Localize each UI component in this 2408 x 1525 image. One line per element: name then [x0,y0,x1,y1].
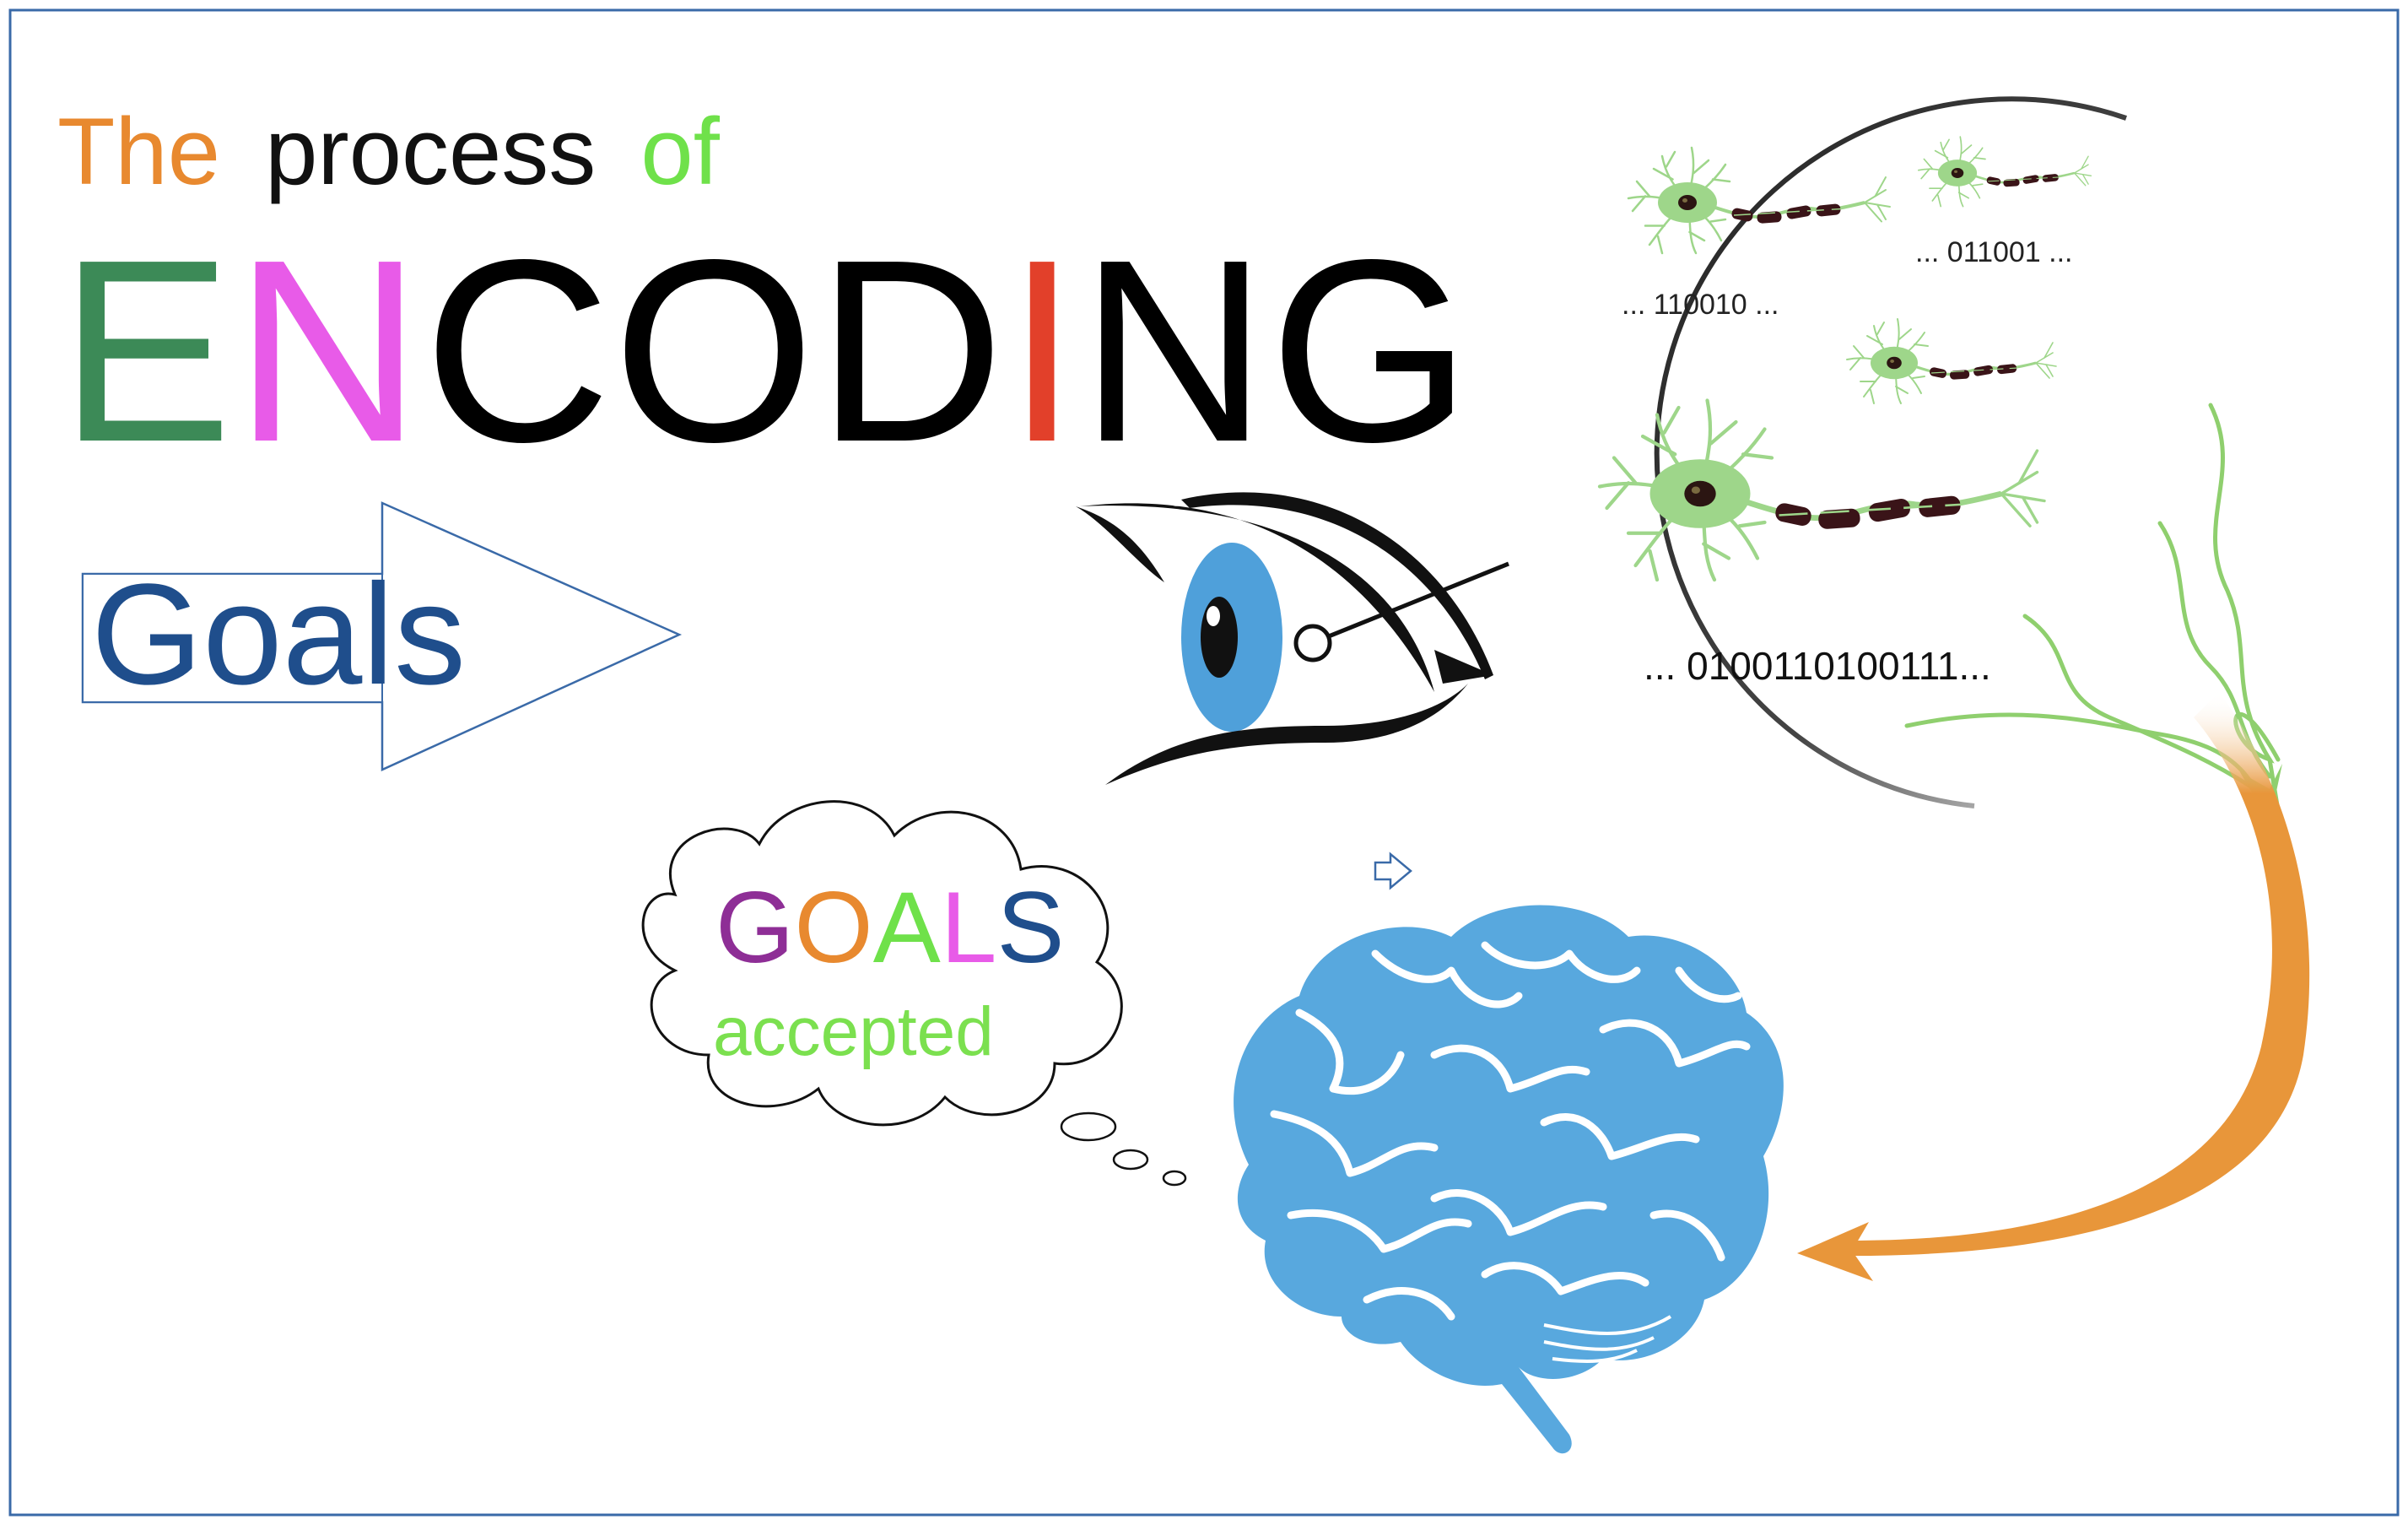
heading-encoding: ENCODING [59,206,1473,496]
eye-connector [1311,561,1509,646]
neuron-icon [1845,317,2058,405]
small-arrow-icon [1374,852,1412,890]
thought-dot [1112,1149,1149,1171]
thought-bubble [641,800,1187,1187]
goals-arrow: Goals [81,501,683,771]
heading-letter: D [817,206,1006,496]
heading-letter: N [234,206,423,496]
title-word: of [640,99,720,204]
heading-letter: E [59,206,234,496]
goals-box [82,573,383,703]
neuron-icon [1627,146,1892,255]
heading-letter: N [1080,206,1269,496]
title-word: process [265,99,596,204]
title-word: The [57,99,220,204]
binary-small-right: ... 011001 ... [1915,236,2073,268]
thought-accepted: accepted [713,993,994,1070]
thought-dot [1060,1111,1117,1142]
frame [8,8,2400,1517]
binary-large: ... 0100110100111... [1644,644,1991,688]
orange-arrowhead [1797,1222,1873,1281]
neuron-icon [1917,135,2092,208]
eye-icon [1076,492,1493,785]
heading-letter: I [1006,206,1080,496]
title: The process of [57,99,721,204]
thought-letter: S [996,871,1064,984]
eye-connector-dot [1293,624,1332,662]
orange-arrow [1839,692,2310,1257]
heading-letter: O [613,206,817,496]
heading-letter: G [1269,206,1473,496]
thought-letter: O [794,871,872,984]
neuron-icon [1600,401,2044,581]
magnifier [1654,96,2127,808]
thought-goals: GOALS [715,871,1065,984]
brain-icon [1234,905,1784,1454]
binary-small-left: ... 110010 ... [1622,289,1779,321]
thought-letter: A [873,871,941,984]
thought-dot [1162,1170,1187,1187]
heading-letter: C [424,206,613,496]
goals-label: Goals [91,554,466,715]
thought-letter: G [715,871,794,984]
thought-letter: L [941,871,997,984]
